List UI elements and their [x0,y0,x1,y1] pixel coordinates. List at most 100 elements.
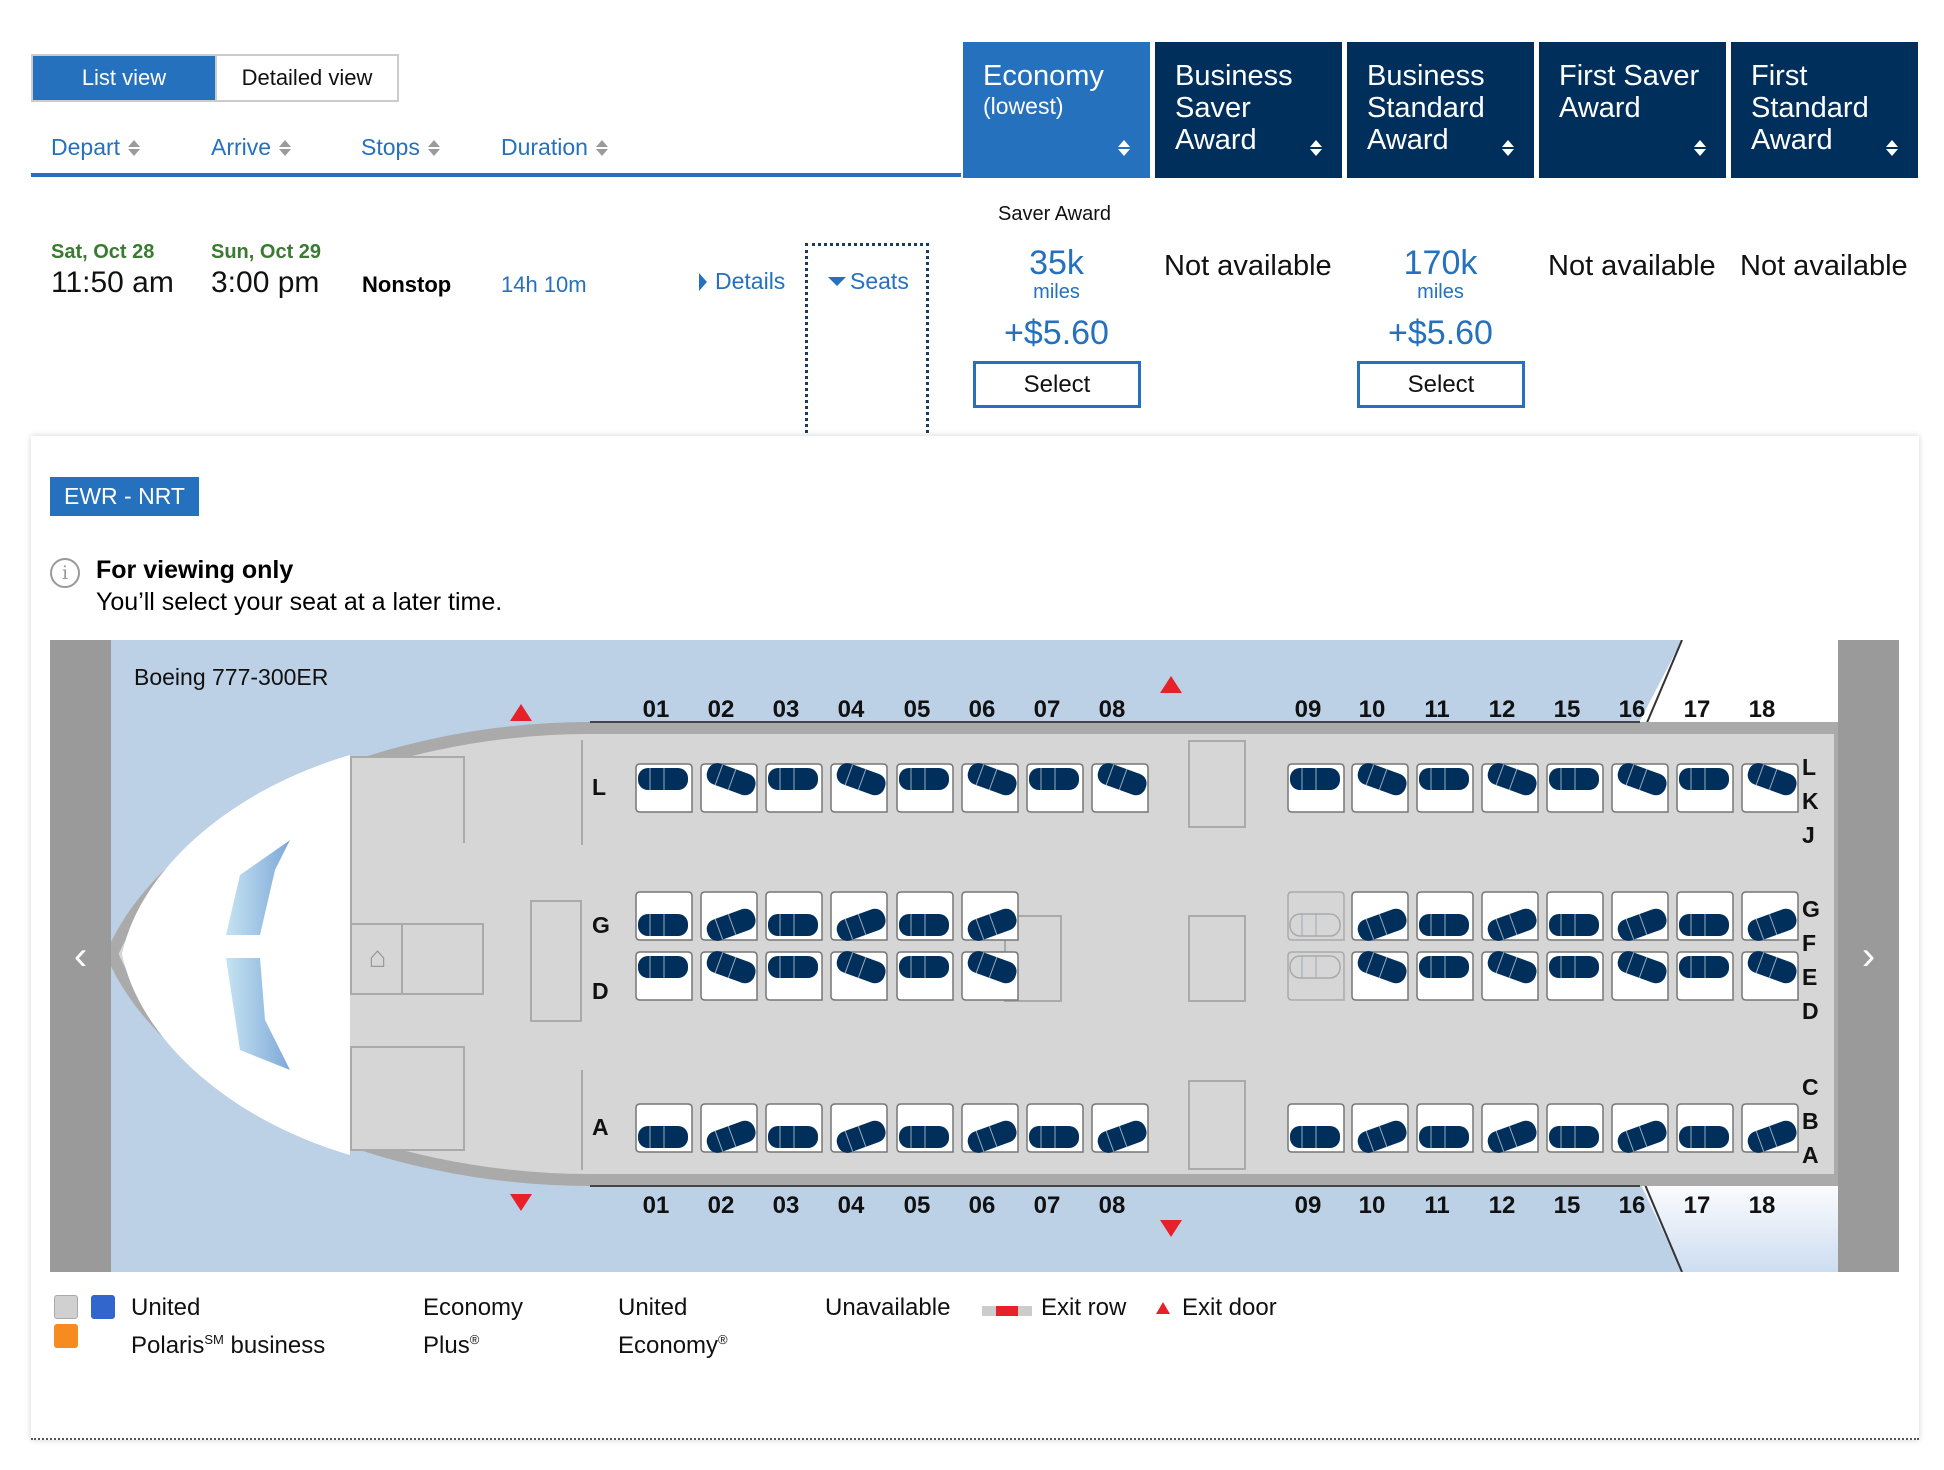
seat[interactable] [1545,948,1605,1004]
seat[interactable] [895,1100,955,1156]
seat[interactable] [895,888,955,944]
seat[interactable] [699,948,759,1004]
seat[interactable] [1610,760,1670,816]
sort-icon [1502,140,1514,156]
seat[interactable] [1415,888,1475,944]
seat[interactable] [1740,760,1800,816]
seat[interactable] [1415,948,1475,1004]
row-number-bottom: 04 [837,1192,865,1219]
seat[interactable] [1675,1100,1735,1156]
details-link[interactable]: Details [699,268,785,295]
exit-door-icon [510,704,532,721]
sort-icon [427,139,440,156]
seat[interactable] [1350,1100,1410,1156]
seat-letter: D [1802,998,1819,1024]
seat[interactable] [1610,948,1670,1004]
seat[interactable] [1610,888,1670,944]
seat[interactable] [895,948,955,1004]
seat-letter: F [1802,930,1817,956]
sort-arrive[interactable]: Arrive [211,134,292,161]
seat[interactable] [764,948,824,1004]
seat[interactable] [1675,760,1735,816]
sort-stops[interactable]: Stops [361,134,440,161]
seat[interactable] [634,948,694,1004]
select-economy-button[interactable]: Select [973,361,1141,408]
fare-header-economy[interactable]: Economy (lowest) [963,42,1150,178]
seat[interactable] [1545,1100,1605,1156]
sort-icon [1118,140,1130,156]
scroll-right-button[interactable]: › [1838,640,1899,1272]
seat[interactable] [699,888,759,944]
row-number-bottom: 09 [1294,1192,1322,1219]
seat[interactable] [1610,1100,1670,1156]
seat[interactable] [1286,948,1346,1004]
select-business-standard-button[interactable]: Select [1357,361,1525,408]
sort-duration[interactable]: Duration [501,134,608,161]
seat[interactable] [960,888,1020,944]
fare-header-business-standard[interactable]: Business Standard Award [1347,42,1534,178]
row-number-top: 15 [1553,696,1581,723]
seat[interactable] [764,1100,824,1156]
seat[interactable] [1480,888,1540,944]
seats-link[interactable]: Seats [828,268,909,295]
seat[interactable] [1480,1100,1540,1156]
not-available-first-standard: Not available [1740,250,1908,282]
seat[interactable] [829,888,889,944]
seat[interactable] [634,760,694,816]
seat[interactable] [829,1100,889,1156]
seat[interactable] [1286,760,1346,816]
seat[interactable] [1480,760,1540,816]
seat[interactable] [960,948,1020,1004]
seat[interactable] [764,760,824,816]
row-number-top: 11 [1424,696,1450,723]
caret-down-icon [828,277,846,286]
seat[interactable] [829,948,889,1004]
detailed-view-button[interactable]: Detailed view [215,56,397,100]
seat[interactable] [829,760,889,816]
list-view-button[interactable]: List view [33,56,215,100]
seat[interactable] [1740,1100,1800,1156]
seat[interactable] [960,760,1020,816]
seat[interactable] [1480,948,1540,1004]
seat[interactable] [1675,948,1735,1004]
seat[interactable] [764,888,824,944]
windshield [226,840,290,935]
fare-header-first-standard[interactable]: First Standard Award [1731,42,1918,178]
seat[interactable] [960,1100,1020,1156]
seat[interactable] [1415,760,1475,816]
fare-header-business-saver[interactable]: Business Saver Award [1155,42,1342,178]
seat[interactable] [699,760,759,816]
cockpit [122,755,350,1155]
seat[interactable] [1675,888,1735,944]
legend-exit-door: Exit door [1182,1294,1277,1321]
row-number-bottom: 02 [707,1192,735,1219]
row-number-top: 08 [1098,696,1126,723]
seat[interactable] [1350,760,1410,816]
seat[interactable] [1025,1100,1085,1156]
seat[interactable] [1090,760,1150,816]
seat[interactable] [699,1100,759,1156]
seat[interactable] [1740,948,1800,1004]
sort-icon [279,139,292,156]
fare-header-first-saver[interactable]: First Saver Award [1539,42,1726,178]
sort-depart[interactable]: Depart [51,134,141,161]
scroll-left-button[interactable]: ‹ [50,640,111,1272]
seat[interactable] [1740,888,1800,944]
seat[interactable] [1350,888,1410,944]
seat[interactable] [1545,760,1605,816]
seat[interactable] [1286,888,1346,944]
seat[interactable] [1545,888,1605,944]
row-number-bottom: 05 [903,1192,931,1219]
aircraft-type: Boeing 777-300ER [134,664,329,690]
seat[interactable] [634,888,694,944]
seat[interactable] [1025,760,1085,816]
seat[interactable] [1090,1100,1150,1156]
legend-text: Economy® [618,1332,728,1359]
seat[interactable] [1350,948,1410,1004]
info-icon: i [50,558,80,588]
seat[interactable] [634,1100,694,1156]
seat[interactable] [895,760,955,816]
seat[interactable] [1286,1100,1346,1156]
seat[interactable] [1415,1100,1475,1156]
